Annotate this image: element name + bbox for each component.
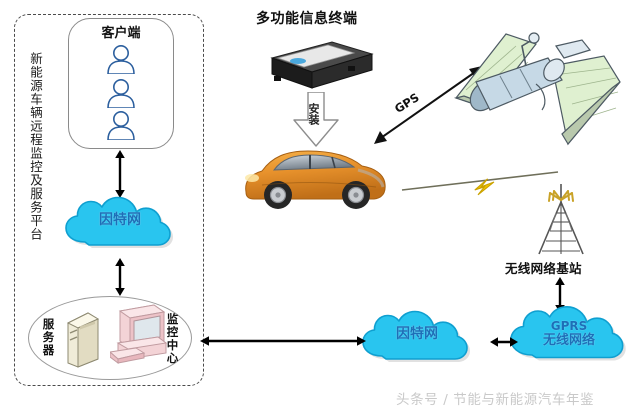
watermark: 头条号 / 节能与新能源汽车年鉴 xyxy=(396,392,595,408)
user-icon xyxy=(107,79,135,108)
arrow-gprs-internet xyxy=(490,337,518,347)
arrow-internet-datacenter xyxy=(115,258,125,296)
satellite-icon xyxy=(453,32,621,146)
client-panel-title: 客户端 xyxy=(101,26,141,41)
platform-boundary xyxy=(14,14,204,386)
datacenter-ellipse xyxy=(28,296,192,380)
install-block-arrow xyxy=(293,92,339,147)
server-label: 服务器 xyxy=(42,317,55,357)
install-label: 安装 xyxy=(307,103,320,125)
internet-cloud-left: 因特网 xyxy=(63,196,177,254)
server-icon xyxy=(66,312,100,368)
platform-vertical-title: 新能源车辆远程监控及服务平台 xyxy=(28,52,43,241)
terminal-device-icon xyxy=(270,41,374,89)
internet-cloud-bottom: 因特网 xyxy=(360,310,474,368)
monitor-center-label: 监控中心 xyxy=(166,312,179,365)
gprs-cloud: GPRS 无线网络 xyxy=(508,305,630,367)
base-station-tower-icon xyxy=(538,184,584,255)
arrow-datacenter-internet xyxy=(200,336,366,346)
user-icon xyxy=(107,45,135,74)
monitor-center-pc-icon xyxy=(110,304,168,364)
terminal-title: 多功能信息终端 xyxy=(256,11,358,27)
base-station-label: 无线网络基站 xyxy=(505,261,582,276)
user-icon xyxy=(107,111,135,140)
wireless-signal-link xyxy=(401,171,559,196)
electric-car-icon xyxy=(245,150,386,209)
arrow-client-internet xyxy=(115,150,125,198)
